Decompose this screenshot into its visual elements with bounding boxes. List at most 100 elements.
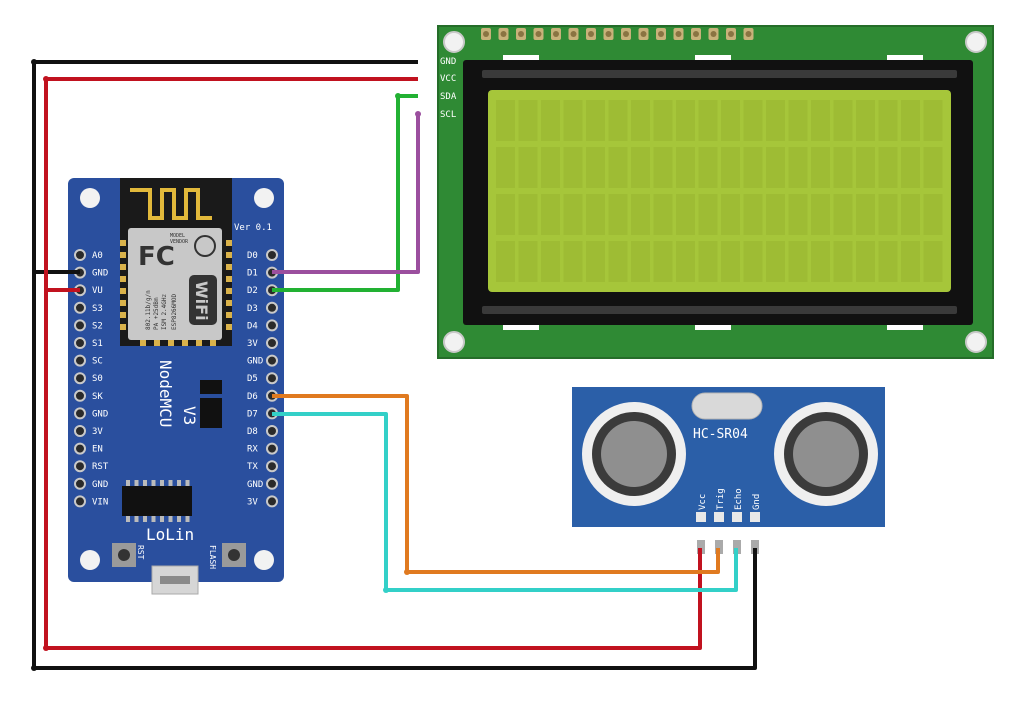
lcd-module: GND VCC SDA SCL: [437, 25, 994, 359]
esp-pad: [154, 340, 160, 346]
chip-pin: [168, 480, 173, 486]
chip-pin: [177, 480, 181, 486]
wifi-logo-text: WiFi: [192, 281, 211, 321]
wire-joint: [31, 59, 37, 65]
lcd-char-cell: [653, 194, 673, 235]
lcd-char-cell: [541, 241, 560, 282]
nodemcu-board: FC MODEL VENDOR 802.11b/g/n PA +25dBm IS…: [68, 178, 284, 595]
chip-pin: [185, 480, 190, 486]
esp-pad: [210, 340, 216, 346]
lcd-header-pin-hole: [728, 31, 734, 37]
pin-label-right-tx: TX: [247, 462, 258, 472]
wire-joint: [383, 587, 389, 593]
sensor-pad-vcc: [696, 512, 706, 522]
flash-button-cap: [228, 549, 240, 561]
pin-label-left-sk: SK: [92, 392, 103, 402]
sensor-pin-label-trig: Trig: [716, 488, 726, 510]
espressif-logo-icon: [194, 235, 216, 257]
pin-label-right-d6: D6: [247, 392, 258, 402]
pin-label-right-d8: D8: [247, 427, 258, 437]
pin-left-rst: [74, 460, 86, 473]
lcd-char-cell: [496, 147, 515, 188]
pin-label-right-d3: D3: [247, 304, 258, 314]
sensor-header-pin: [697, 540, 705, 554]
lcd-char-cell: [653, 241, 673, 282]
pin-label-right-d1: D1: [247, 269, 258, 279]
lcd-tab: [503, 55, 539, 60]
lcd-char-cell: [721, 147, 740, 188]
lcd-char-cell: [563, 194, 583, 235]
lcd-char-cell: [563, 147, 583, 188]
pin-label-left-sc: SC: [92, 357, 103, 367]
wire-joints: [31, 59, 421, 671]
lcd-char-cell: [833, 147, 853, 188]
micro-usb-slot: [160, 576, 190, 584]
lcd-header-pin-hole: [570, 31, 577, 37]
lcd-char-cell: [676, 194, 695, 235]
lcd-char-cell: [743, 194, 763, 235]
lcd-header-pin-hole: [553, 31, 559, 37]
pin-label-left-s3: S3: [92, 304, 103, 314]
pin-right-d0: [266, 249, 278, 261]
lcd-char-cell: [878, 194, 898, 235]
esp-pad: [226, 240, 232, 246]
pin-right-d4: [266, 319, 278, 332]
lcd-header-pin-hole: [658, 31, 664, 37]
lcd-char-cell: [721, 194, 740, 235]
esp-pad: [120, 288, 126, 294]
brand-label: LoLin: [146, 525, 194, 544]
pin-label-left-3v: 3V: [92, 427, 103, 437]
usb-serial-chip: [122, 486, 192, 516]
lcd-char-cell: [766, 241, 785, 282]
esp-pad: [120, 300, 126, 306]
lcd-char-cell: [788, 194, 808, 235]
lcd-char-cell: [496, 100, 515, 141]
pin-left-sk: [74, 389, 86, 402]
pin-left-gnd: [74, 407, 86, 420]
lcd-char-cell: [698, 194, 718, 235]
pin-label-right-d7: D7: [247, 409, 258, 419]
pin-label-right-3v: 3V: [247, 339, 258, 349]
pin-label-right-rx: RX: [247, 445, 258, 455]
lcd-header-pin-hole: [518, 31, 524, 37]
pin-right-3v: [266, 337, 278, 349]
pin-label-left-vin: VIN: [92, 497, 108, 507]
lcd-char-cell: [856, 147, 875, 188]
chip-pin: [151, 516, 156, 522]
lcd-char-cell: [788, 147, 808, 188]
esp-pad: [226, 276, 232, 282]
pin-right-d3: [266, 301, 278, 314]
module-id: ESP8266MOD: [171, 293, 178, 330]
lcd-header-pin-hole: [623, 31, 629, 37]
pin-label-right-d4: D4: [247, 321, 258, 331]
lcd-char-cell: [766, 147, 785, 188]
lcd-char-cell: [901, 194, 920, 235]
lcd-char-cell: [586, 100, 605, 141]
pin-left-s2: [74, 319, 86, 332]
esp-pad: [226, 252, 232, 258]
lcd-char-cell: [811, 100, 830, 141]
wire-joint: [415, 111, 421, 117]
lcd-header-pin-hole: [483, 31, 489, 37]
lcd-char-cell: [833, 100, 853, 141]
lcd-char-cell: [811, 147, 830, 188]
lcd-pin-label-scl: SCL: [440, 110, 456, 120]
lcd-header-pin-hole: [745, 31, 752, 37]
wifi-logo-icon: [189, 275, 217, 325]
sensor-header-pin: [733, 540, 741, 554]
lcd-mount-hole: [443, 31, 465, 53]
lcd-char-cell: [518, 241, 538, 282]
sensor-pad-gnd: [750, 512, 760, 522]
chip-pin: [126, 516, 130, 522]
esp-module-pads: [120, 240, 232, 346]
esp-pad: [226, 324, 232, 330]
lcd-char-cell: [608, 241, 628, 282]
flash-label: FLASH: [208, 545, 217, 569]
lcd-tab: [887, 325, 923, 330]
lcd-char-cell: [563, 100, 583, 141]
pin-label-right-d0: D0: [247, 251, 258, 261]
sensor-pin-label-echo: Echo: [734, 488, 744, 510]
esp-pad: [182, 340, 188, 346]
lcd-char-cell: [878, 100, 898, 141]
